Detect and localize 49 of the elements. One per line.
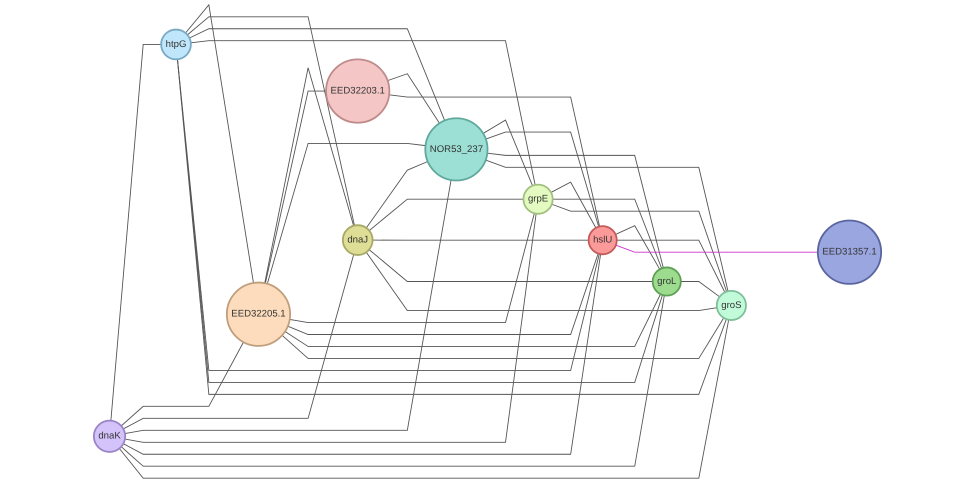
- connector: [615, 225, 660, 270]
- connector: [264, 90, 326, 284]
- connector: [680, 281, 720, 298]
- connector: [615, 244, 818, 253]
- connector: [189, 28, 446, 121]
- connector: [485, 132, 600, 228]
- node-circle: EED32203.1: [325, 58, 390, 124]
- connector: [118, 319, 730, 479]
- connector: [368, 198, 524, 232]
- connector: [120, 294, 665, 467]
- connector: [485, 160, 728, 292]
- connector: [110, 44, 162, 422]
- connector: [185, 4, 254, 284]
- node-circle: groS: [716, 290, 747, 321]
- node-circle: htpG: [160, 28, 192, 60]
- connector: [122, 254, 602, 455]
- node-circle: NOR53_237: [424, 117, 488, 182]
- connector: [486, 152, 664, 268]
- connector: [366, 161, 428, 228]
- connector: [372, 240, 590, 241]
- connector: [482, 119, 533, 186]
- connector: [266, 142, 426, 284]
- connector: [190, 40, 536, 186]
- node-circle: dnaK: [92, 420, 126, 453]
- node-circle: EED32205.1: [226, 282, 292, 347]
- connector: [387, 73, 440, 124]
- connector: [550, 182, 596, 228]
- node-circle: groL: [652, 266, 682, 296]
- connector: [551, 204, 728, 292]
- connector: [616, 240, 726, 293]
- connector: [264, 67, 354, 284]
- connector: [284, 294, 661, 347]
- node-circle: grpE: [522, 184, 554, 215]
- connector: [124, 180, 452, 434]
- connector: [368, 249, 654, 282]
- connector: [186, 16, 355, 226]
- connector: [552, 198, 662, 269]
- connector: [122, 254, 354, 430]
- connector: [287, 253, 599, 335]
- connector: [366, 252, 718, 311]
- connector: [177, 58, 600, 371]
- connector: [282, 317, 724, 359]
- node-circle: dnaJ: [342, 224, 374, 256]
- node-circle: hslU: [588, 225, 618, 256]
- connector: [388, 94, 600, 227]
- connector: [289, 212, 535, 323]
- node-circle: EED31357.1: [816, 220, 882, 285]
- connector: [124, 213, 537, 443]
- connector: [120, 342, 244, 426]
